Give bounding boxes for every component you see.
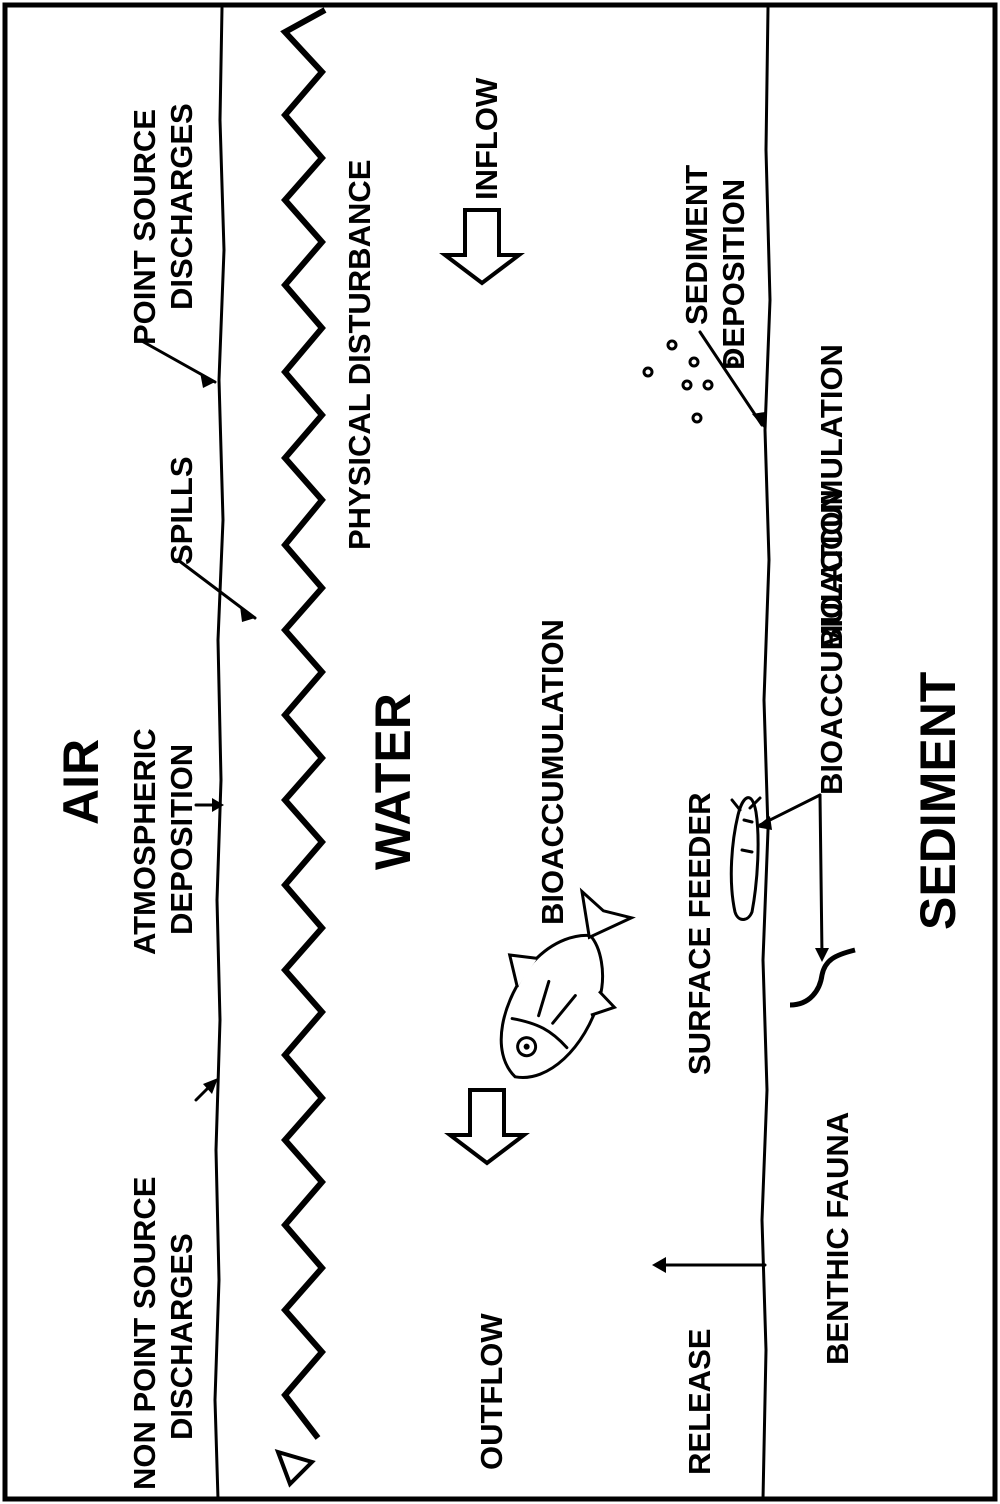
zigzag-end-triangle bbox=[274, 1448, 316, 1488]
atmospheric-label-1: ATMOSPHERIC bbox=[127, 728, 162, 955]
physical-disturbance-zigzag bbox=[280, 7, 327, 1440]
sediment-title: SEDIMENT bbox=[910, 672, 966, 930]
point-source-label-1: POINT SOURCE bbox=[127, 109, 162, 345]
fish-icon bbox=[499, 887, 636, 1080]
air-title: AIR bbox=[53, 739, 109, 825]
bioaccumulation-arrows bbox=[756, 793, 829, 962]
surface-feeder-icon bbox=[729, 796, 762, 921]
spills-label: SPILLS bbox=[164, 456, 199, 565]
inflow-arrow-icon bbox=[439, 208, 525, 286]
air-water-boundary bbox=[213, 6, 226, 1501]
benthic-worm-icon bbox=[789, 947, 856, 1008]
point-source-label-2: DISCHARGES bbox=[164, 103, 199, 310]
water-sediment-boundary bbox=[760, 6, 772, 1501]
physical-disturbance-label: PHYSICAL DISTURBANCE bbox=[342, 160, 377, 550]
outflow-label: OUTFLOW bbox=[474, 1313, 509, 1470]
sediment-deposition-arrow bbox=[698, 330, 764, 427]
inflow-label: INFLOW bbox=[469, 77, 504, 200]
sediment-bioaccumulation-label: BIOACCUMULATION bbox=[814, 344, 849, 650]
sediment-deposition-label-1: SEDIMENT bbox=[679, 165, 714, 325]
fish-bioaccumulation-label: BIOACCUMULATION bbox=[535, 619, 570, 925]
sediment-particles-icon bbox=[642, 339, 739, 424]
benthic-fauna-label: BENTHIC FAUNA bbox=[820, 1112, 855, 1365]
outflow-arrow-icon bbox=[444, 1088, 530, 1166]
benthic-bioaccumulation-label: BIOACCUMULATION bbox=[814, 489, 849, 795]
surface-feeder-label: SURFACE FEEDER bbox=[682, 793, 717, 1075]
non-point-source-label-1: NON POINT SOURCE bbox=[127, 1177, 162, 1490]
non-point-source-label-2: DISCHARGES bbox=[164, 1233, 199, 1440]
release-label: RELEASE bbox=[682, 1329, 717, 1475]
sediment-deposition-label-2: DEPOSITION bbox=[716, 179, 751, 370]
source-arrows bbox=[138, 338, 257, 1102]
water-title: WATER bbox=[365, 693, 421, 870]
atmospheric-label-2: DEPOSITION bbox=[164, 744, 199, 935]
